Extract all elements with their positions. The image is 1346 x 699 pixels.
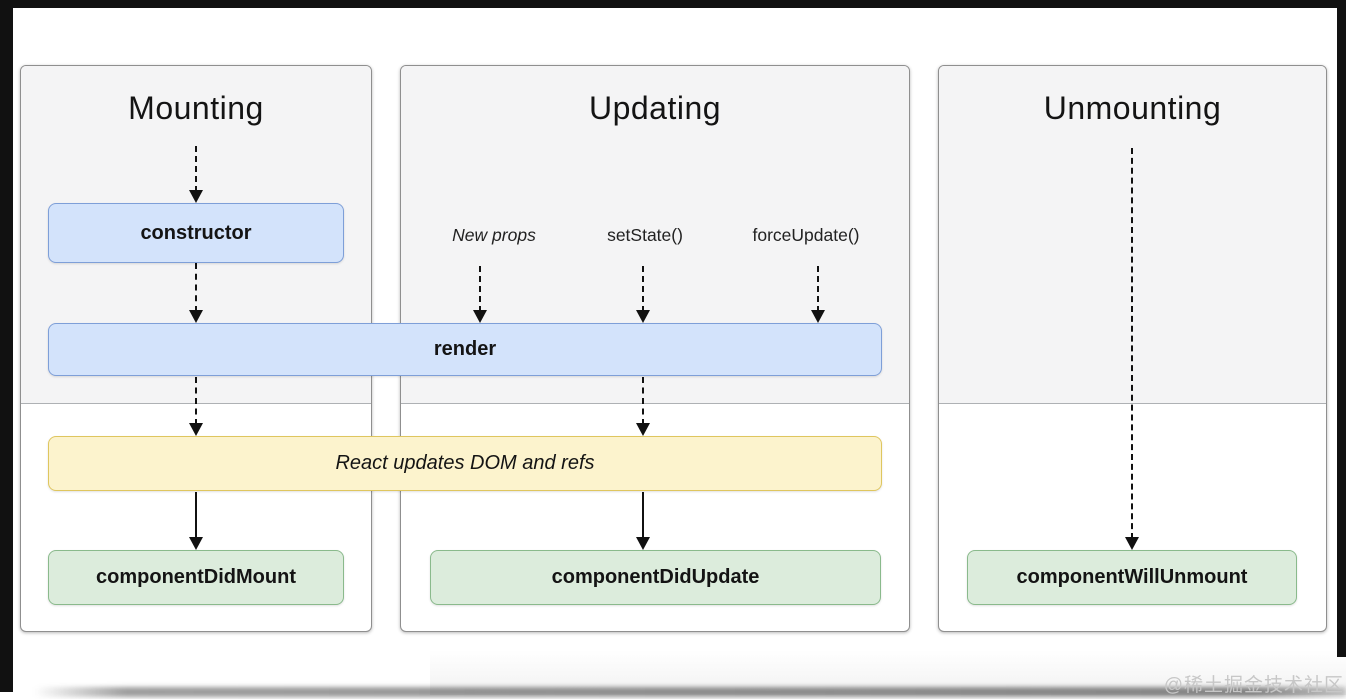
arrow-render-to-react-updates-mounting [189,377,203,436]
box-render: render [48,323,882,376]
arrow-set-state-to-render [636,266,650,323]
panel-unmounting-title: Unmounting [1043,90,1222,126]
arrowhead-icon [189,537,203,550]
box-component-will-unmount: componentWillUnmount [967,550,1297,605]
letterbox-right-bar [1337,0,1346,657]
arrow-line [479,266,481,312]
arrow-line [195,377,197,425]
arrow-constructor-to-render [189,263,203,323]
label-force-update: forceUpdate() [752,225,860,245]
arrow-new-props-to-render [473,266,487,323]
arrow-line [817,266,819,312]
box-component-did-mount: componentDidMount [48,550,344,605]
arrow-force-update-to-render [811,266,825,323]
letterbox-top-bar [0,0,1346,8]
box-constructor: constructor [48,203,344,263]
label-set-state: setState() [607,225,683,245]
watermark: @稀土掘金技术社区 [1163,675,1344,696]
arrowhead-icon [1125,537,1139,550]
arrow-line [642,377,644,425]
arrow-line [642,266,644,312]
arrowhead-icon [636,310,650,323]
player-seekbar-shadow [34,687,1346,697]
arrow-line [195,146,197,192]
arrow-line [195,492,197,539]
arrow-render-to-react-updates-updating [636,377,650,436]
panel-updating-title: Updating [588,90,722,126]
label-new-props: New props [452,225,536,245]
arrow-line [195,263,197,312]
arrowhead-icon [636,423,650,436]
arrowhead-icon [636,537,650,550]
arrow-mounting-title-to-constructor [189,146,203,203]
panel-mounting-title: Mounting [128,90,264,126]
arrowhead-icon [811,310,825,323]
arrowhead-icon [473,310,487,323]
arrowhead-icon [189,423,203,436]
arrowhead-icon [189,190,203,203]
arrow-line [642,492,644,539]
letterbox-left-bar [0,0,13,692]
box-component-did-update: componentDidUpdate [430,550,881,605]
box-react-updates-dom-and-refs: React updates DOM and refs [48,436,882,491]
arrow-react-updates-to-did-update [636,492,650,550]
arrow-line [1131,148,1133,539]
arrow-unmounting-title-to-will-unmount [1125,148,1139,550]
arrowhead-icon [189,310,203,323]
arrow-react-updates-to-did-mount [189,492,203,550]
